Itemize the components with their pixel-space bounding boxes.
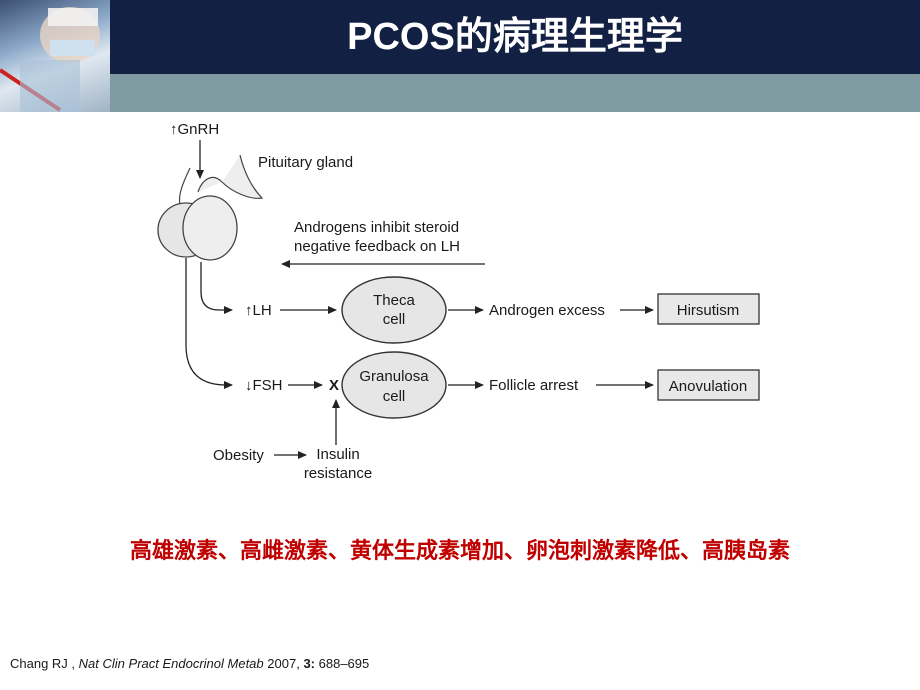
feedback-label-line1: Androgens inhibit steroid [294,219,459,236]
citation-year: 2007, [267,656,300,671]
gnrh-label: ↑GnRH [170,121,219,138]
obesity-label: Obesity [213,447,264,464]
pituitary-label: Pituitary gland [258,154,353,171]
summary-text: 高雄激素、高雌激素、黄体生成素增加、卵泡刺激素降低、高胰岛素 [129,538,790,564]
lh-label: ↑LH [245,302,272,319]
pituitary-gland-shape [157,154,264,261]
granulosa-label-line2: cell [383,388,406,405]
hirsutism-box [657,293,760,325]
granulosa-cell [341,351,447,419]
feedback-label-line2: negative feedback on LH [294,238,460,255]
pathophysiology-diagram: ↑GnRH Pituitary gland Androgens inhibit … [157,121,760,482]
fsh-path [185,258,233,389]
anovulation-box [657,369,760,401]
block-mark: X [329,377,339,394]
insulin-label-line2: resistance [304,465,372,482]
slide-title: PCOS的病理生理学 [347,16,683,58]
fsh-label: ↓FSH [245,377,283,394]
header-photo [0,0,110,112]
hirsutism-label: Hirsutism [677,302,740,319]
follicle-arrest-label: Follicle arrest [489,377,579,394]
citation-volume: 3: [303,656,316,671]
citation-authors: Chang RJ , [10,656,76,671]
citation: Chang RJ , Nat Clin Pract Endocrinol Met… [10,656,369,671]
header-band [0,74,920,112]
granulosa-label-line1: Granulosa [359,368,429,385]
anovulation-label: Anovulation [669,378,747,395]
citation-pages: 688–695 [318,656,370,671]
theca-label-line1: Theca [373,292,415,309]
citation-journal: Nat Clin Pract Endocrinol Metab [78,656,264,671]
lh-path [200,262,233,314]
insulin-label-line1: Insulin [316,446,359,463]
androgen-excess-label: Androgen excess [489,302,605,319]
theca-label-line2: cell [383,311,406,328]
header-bar [0,0,920,74]
theca-cell [341,276,447,344]
